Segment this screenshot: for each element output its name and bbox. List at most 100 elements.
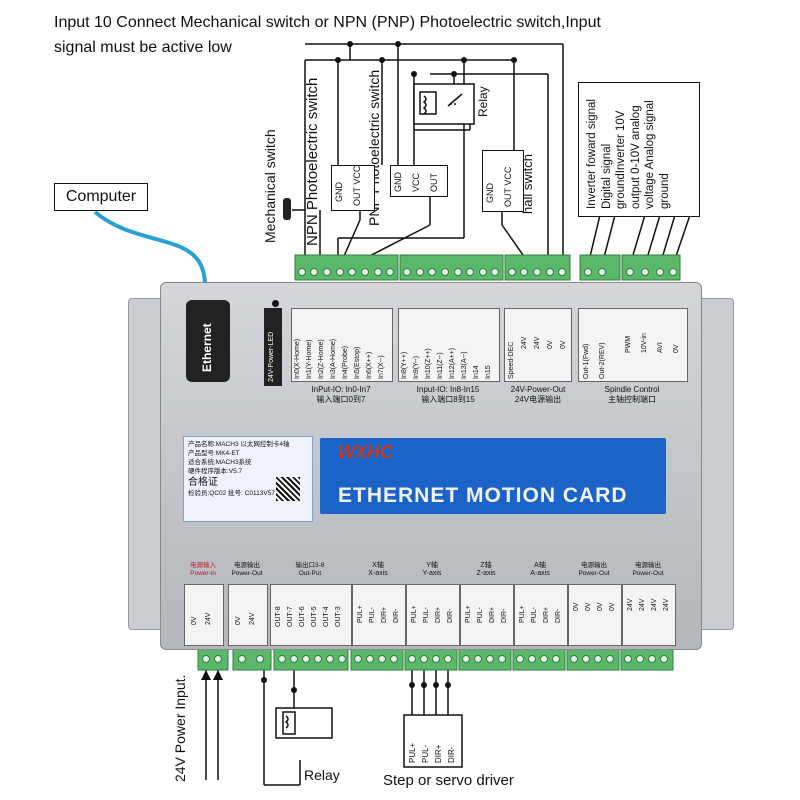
bottom-pin-label: PUL- [369, 607, 376, 623]
bottom-pin-label: DIR+ [381, 606, 388, 623]
bottom-pin-label: DIR+ [435, 606, 442, 623]
bottom-pin-label: 0V [609, 602, 616, 611]
mechanical-switch-label: Mechanical switch [262, 129, 278, 243]
left-flange [128, 298, 164, 630]
input-label: In14 [473, 365, 480, 379]
spindle-label: AVI [657, 342, 664, 353]
bottom-pin-label: PUL+ [519, 605, 526, 623]
bottom-panel-6-caption: A轴 A-axis [514, 562, 566, 578]
bottom-pin-label: DIR- [555, 608, 562, 623]
bottom-panel-en: Z-axis [476, 570, 496, 577]
hall-pin-box: GND OUT VCC [482, 150, 524, 212]
bottom-pin-label: 24V [651, 598, 658, 611]
bottom-panel-en: Power-Out [231, 570, 263, 577]
power-out-label: 24V [534, 336, 541, 349]
driver-pin-label: DIR+ [434, 744, 443, 763]
bottom-panel-cn: 输出口3-8 [295, 562, 325, 569]
bottom-pin-label: PUL+ [357, 605, 364, 623]
relay-symbol-top [413, 83, 475, 125]
qr-code-icon [276, 477, 300, 501]
bottom-panel-7: 0V 0V 0V 0V [568, 584, 622, 646]
bottom-arrows [201, 670, 223, 680]
bottom-pin-label: 0V [191, 616, 198, 625]
bottom-junctions [261, 677, 451, 693]
input-label: In11(Z--) [437, 352, 444, 379]
bottom-pin-label: 0V [585, 602, 592, 611]
ethernet-port[interactable]: Ethernet [186, 300, 230, 382]
spindle-label: Out-1(Fwd) [583, 343, 590, 379]
power-out-caption-cn: 24V电源输出 [514, 395, 562, 404]
bottom-panel-en: Out-Put [298, 570, 322, 577]
bottom-pin-label: OUT-6 [299, 606, 306, 627]
power-out-caption: 24V-Power-Out 24V电源输出 [500, 385, 576, 405]
bottom-pin-label: OUT-5 [311, 606, 318, 627]
bottom-panel-cn: 电源输出 [234, 562, 260, 569]
spindle-label: Out-2(REV) [599, 342, 606, 379]
input-label: In3(A-Home) [330, 338, 337, 379]
bottom-panel-cn: A轴 [534, 562, 546, 569]
bottom-panel-1: 0V 24V [228, 584, 268, 646]
bottom-panel-cn: 电源输出 [581, 562, 607, 569]
driver-pin-label: DIR- [447, 746, 456, 763]
bottom-pin-label: DIR+ [489, 606, 496, 623]
nameplate-line: 适合系统:MACH3系统 [188, 459, 252, 466]
driver-pin-labels: PUL+ PUL- DIR+ DIR- [404, 715, 462, 767]
bottom-panel-4-caption: Y轴 Y-axis [406, 562, 458, 578]
bottom-panel-7-caption: 电源输出 Power-Out [568, 562, 620, 578]
top-terminal-screws [298, 268, 677, 276]
power-led-panel: 24V-Power-LED [264, 308, 282, 386]
inverter-box: Inverter foward signal Digital signal gr… [578, 82, 700, 217]
bottom-panel-en: Power-Out [632, 570, 664, 577]
bottom-panel-5-caption: Z轴 Z-axis [460, 562, 512, 578]
bottom-panel-row: 电源输入 Power-in 0V 24V 电源输出 Power-Out 0V 2… [184, 562, 686, 648]
input-label: In9(Y--) [413, 355, 420, 379]
spindle-panel: Out-1(Fwd) Out-2(REV) PWM 10V-in AVI 0V [578, 308, 688, 382]
relay-symbol-bottom [275, 707, 333, 739]
bottom-pin-label: OUT-7 [287, 606, 294, 627]
hall-pin-outvcc: OUT VCC [503, 166, 513, 207]
bottom-panel-3-caption: X轴 X-axis [352, 562, 404, 578]
power-out-label: Speed-DEC [508, 341, 515, 379]
bottom-panel-0: 0V 24V [184, 584, 224, 646]
bottom-pin-label: 24V [205, 612, 212, 625]
ethernet-port-label: Ethernet [200, 323, 214, 372]
input-panel-a-caption: InPut-IO: In0-In7 输入端口0到7 [291, 385, 391, 405]
banner-title: ETHERNET MOTION CARD [338, 484, 628, 507]
input-label: In12(A++) [449, 347, 456, 379]
power-out-label: 0V [547, 340, 554, 349]
nameplate: 产品名称:MACH3 以太网控制卡4轴 产品型号:MK4-ET 适合系统:MAC… [183, 436, 313, 522]
input-panel-a: In0(X-Home) In1(Y-Home) In2(Z-Home) In3(… [291, 308, 393, 382]
npn-pin-box: GND OUT VCC [331, 165, 375, 211]
brand-banner [320, 438, 666, 514]
brand-logo: WXHC [338, 442, 393, 462]
bottom-panel-1-caption: 电源输出 Power-Out [228, 562, 266, 578]
bottom-pin-label: 24V [663, 598, 670, 611]
input-label: In8(Y++) [401, 351, 408, 379]
bottom-panel-cn: 电源输出 [635, 562, 661, 569]
relay-top-label: Relay [476, 86, 490, 117]
spindle-caption: Spindle Control 主轴控制端口 [578, 385, 686, 405]
input-label: In4(Probe) [342, 345, 349, 379]
bottom-pin-label: 24V [249, 612, 256, 625]
nameplate-footer: 检验员:QC02 批号: C0113V57 [188, 490, 275, 497]
bottom-pin-label: OUT-8 [275, 606, 282, 627]
power-out-label: 24V [521, 336, 528, 349]
bottom-panel-6: PUL+ PUL- DIR+ DIR- [514, 584, 568, 646]
bottom-pin-label: OUT-3 [335, 606, 342, 627]
bottom-pin-label: PUL+ [411, 605, 418, 623]
bottom-panel-cn: 电源输入 [190, 562, 216, 569]
bottom-pin-label: DIR- [393, 608, 400, 623]
pnp-pin-out: OUT [429, 173, 439, 192]
spindle-caption-cn: 主轴控制端口 [608, 395, 656, 404]
bottom-pin-label: DIR+ [543, 606, 550, 623]
bottom-pin-label: PUL- [423, 607, 430, 623]
header-line-1: Input 10 Connect Mechanical switch or NP… [54, 14, 601, 31]
bottom-pin-label: 0V [573, 602, 580, 611]
bottom-panel-8-caption: 电源输出 Power-Out [622, 562, 674, 578]
bottom-panel-en: X-axis [368, 570, 388, 577]
npn-pin-gnd: GND [334, 182, 344, 202]
bottom-panel-cn: Z轴 [480, 562, 492, 569]
bottom-pin-label: DIR- [501, 608, 508, 623]
input-panel-b-caption: Input-IO: In8-In15 输入端口8到15 [398, 385, 498, 405]
